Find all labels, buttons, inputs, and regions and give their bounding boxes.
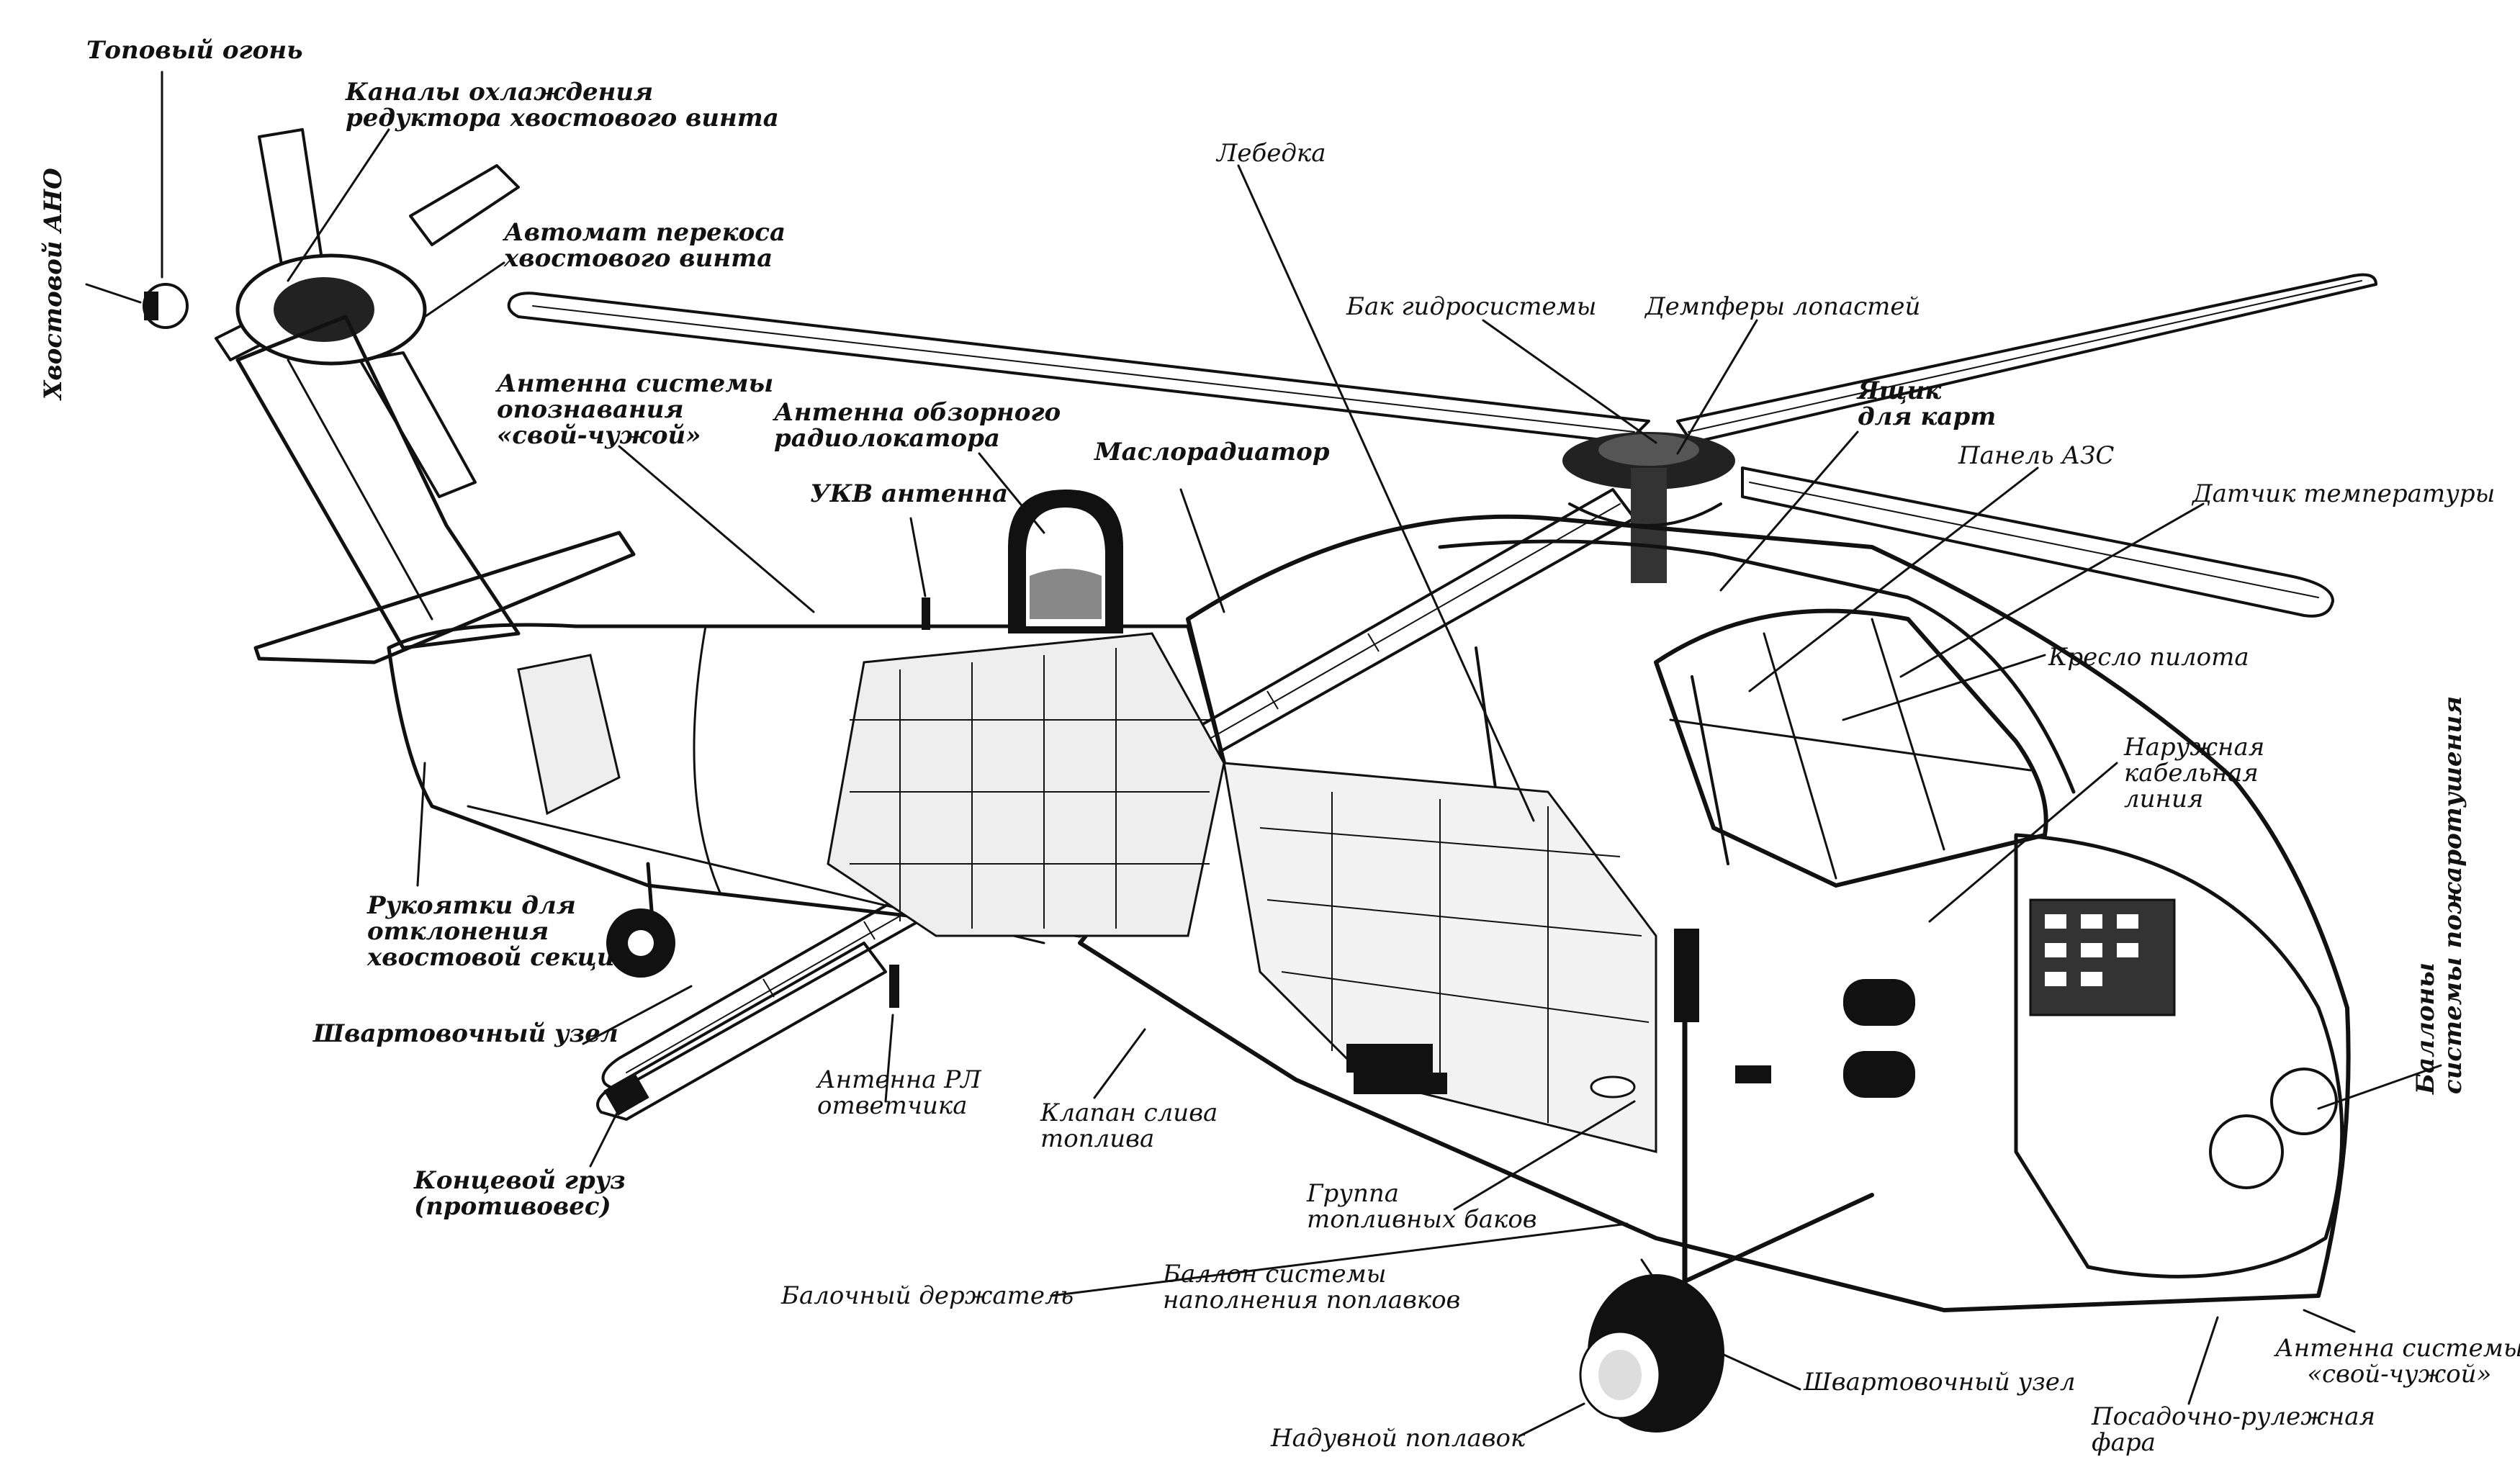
label-mooring-point-left: Швартовочный узел xyxy=(313,1019,618,1048)
label-tail-fold-handles: Рукоятки для отклонения хвостовой секции xyxy=(367,891,633,972)
label-external-cable: Наружная кабельная линия xyxy=(2124,733,2265,813)
label-cooling-channels: Каналы охлаждения редуктора хвостового в… xyxy=(346,78,779,132)
label-temp-sensor: Датчик температуры xyxy=(2192,479,2496,508)
label-iff-antenna-bottom: Антенна системы «свой-чужой» xyxy=(2275,1334,2520,1389)
label-radar-antenna: Антенна обзорного радиолокатора xyxy=(774,398,1061,453)
label-swashplate: Автомат перекоса хвостового винта xyxy=(504,218,786,273)
label-fuel-tank-group: Группа топливных баков xyxy=(1307,1179,1537,1234)
label-tail-nav-light: Хвостовой АНО xyxy=(39,168,68,400)
label-landing-taxi-light: Посадочно-рулежная фара xyxy=(2092,1402,2376,1457)
main-landing-gear xyxy=(1579,929,1874,1433)
label-inflatable-float: Надувной поплавок xyxy=(1271,1424,1526,1453)
label-transponder-antenna: Антенна РЛ ответчика xyxy=(817,1065,981,1120)
label-iff-antenna-top: Антенна системы опознавания «свой-чужой» xyxy=(497,369,774,450)
label-blade-dampers: Демпферы лопастей xyxy=(1645,292,1921,321)
label-mooring-point-right: Швартовочный узел xyxy=(1804,1368,2076,1397)
label-vhf-antenna: УКВ антенна xyxy=(810,479,1009,508)
vhf-antenna-shape xyxy=(922,597,930,630)
label-hydraulic-tank: Бак гидросистемы xyxy=(1346,292,1597,321)
label-fire-bottles: Баллоны системы пожаротушения xyxy=(2411,695,2467,1094)
tail-rotor xyxy=(143,128,520,498)
label-map-box: Ящик для карт xyxy=(1858,376,1997,431)
label-circuit-breaker-panel: Панель АЗС xyxy=(1958,441,2115,470)
label-float-inflation-bottle: Баллон системы наполнения поплавков xyxy=(1163,1260,1461,1314)
label-beam-holder: Балочный держатель xyxy=(781,1281,1074,1310)
transponder-antenna-shape xyxy=(889,965,899,1008)
label-top-light: Топовый огонь xyxy=(86,36,303,65)
fuselage xyxy=(827,514,2351,1312)
label-fuel-drain-valve: Клапан слива топлива xyxy=(1040,1099,1218,1153)
label-oil-cooler: Маслорадиатор xyxy=(1094,438,1330,466)
beam-holder-shape xyxy=(1354,1073,1447,1094)
label-winch: Лебедка xyxy=(1217,139,1326,168)
label-tip-weight: Концевой груз (противовес) xyxy=(414,1166,626,1221)
label-pilot-seat: Кресло пилота xyxy=(2048,643,2249,672)
leader-lines xyxy=(85,71,2442,1438)
rotor-head xyxy=(1562,432,1735,583)
